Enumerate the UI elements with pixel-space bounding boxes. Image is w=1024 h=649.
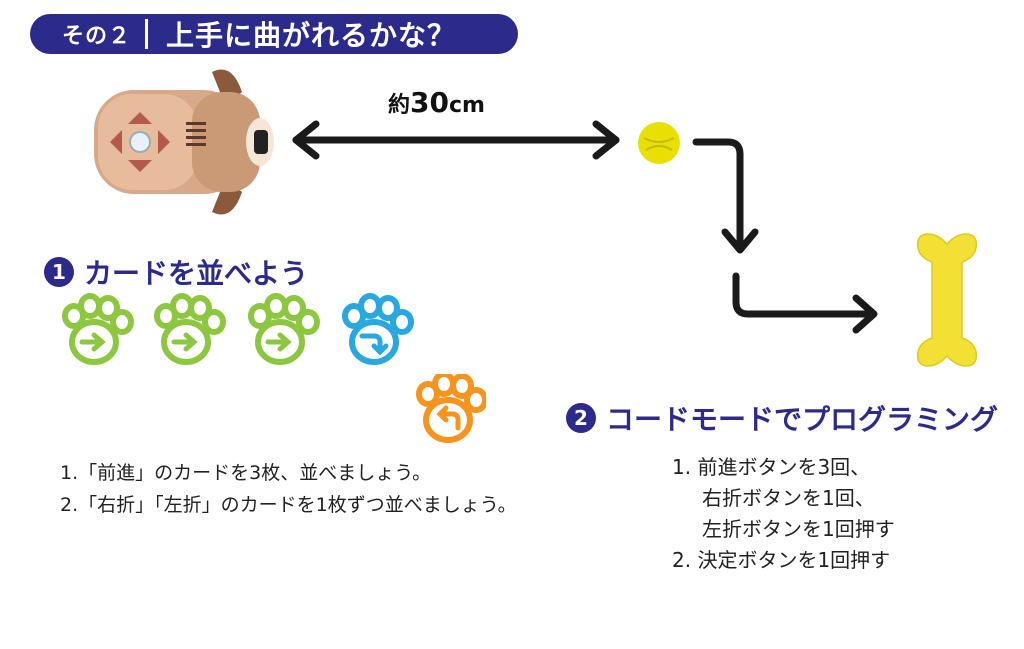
section1-number: 1 — [44, 257, 74, 287]
section-label: その２ — [62, 24, 132, 49]
distance-unit: cm — [448, 93, 485, 118]
header-divider — [145, 19, 149, 49]
bone-icon — [916, 233, 978, 367]
distance-label: 約30cm — [388, 86, 485, 119]
section2-step: 1. 前進ボタンを3回、 — [672, 455, 871, 479]
robot-dog-icon — [94, 69, 274, 215]
section-header: その２ 上手に曲がれるかな？ — [30, 14, 518, 54]
section2-steps: 1. 前進ボタンを3回、 右折ボタンを1回、 左折ボタンを1回押す 2. 決定ボ… — [672, 452, 895, 576]
paw-right-turn-card-icon — [345, 296, 411, 362]
section2-heading: 2 コードモードでプログラミング — [566, 398, 998, 438]
distance-value: 30 — [410, 86, 449, 119]
section2-title: コードモードでプログラミング — [606, 403, 999, 436]
section-title: 上手に曲がれるかな？ — [166, 19, 457, 52]
paw-forward-card-icon — [251, 296, 317, 362]
turn-path-arrow — [692, 138, 744, 250]
section2-step: 左折ボタンを1回押す — [702, 517, 895, 541]
section1-instruction: 2.「右折」「左折」のカードを1枚ずつ並べましょう。 — [60, 494, 517, 516]
section1-heading: 1 カードを並べよう — [44, 252, 308, 292]
section2-step: 右折ボタンを1回、 — [702, 486, 875, 510]
section1-title: カードを並べよう — [84, 257, 309, 290]
card-row — [56, 292, 416, 372]
paw-left-turn-card-icon — [410, 374, 486, 446]
paw-forward-card-icon — [157, 296, 223, 362]
section2-step: 2. 決定ボタンを1回押す — [672, 548, 891, 572]
section1-instruction: 1.「前進」のカードを3枚、並べましょう。 — [60, 462, 432, 484]
paw-forward-card-icon — [65, 296, 131, 362]
distance-prefix: 約 — [388, 93, 411, 118]
ball-icon — [638, 122, 680, 164]
section2-number: 2 — [566, 403, 596, 433]
